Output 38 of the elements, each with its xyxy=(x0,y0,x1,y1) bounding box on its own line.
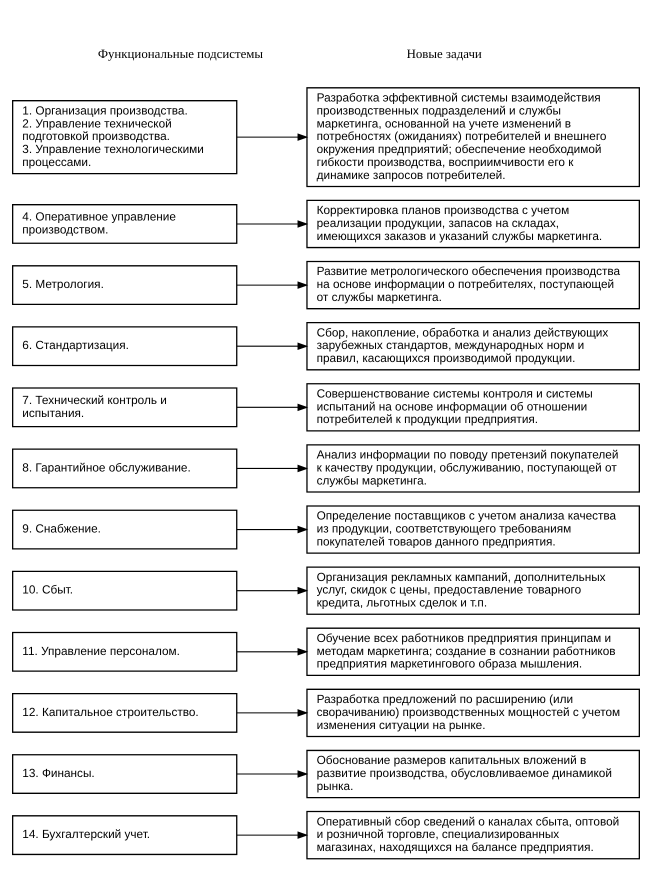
node-box: 10. Сбыт. xyxy=(12,570,238,610)
node-box: Анализ информации по поводу претензий покупателей к качеству продукции, обслуживанию, поступающей от службы маркетинга. xyxy=(306,444,640,492)
node-box: 4. Оперативное управление производством. xyxy=(12,204,238,244)
node-box: Сбор, накопление, обработка и анализ действующих зарубежных стандартов, международных норм и правил, касающихся производимой продукции. xyxy=(306,321,640,370)
arrow xyxy=(237,830,308,838)
arrow xyxy=(237,586,308,594)
node-box: Обучение всех работников предприятия принципам и методам маркетинга; создание в сознании работников предприятия маркетингового образа мышления. xyxy=(306,627,640,676)
arrow xyxy=(237,525,308,533)
arrow xyxy=(237,708,308,716)
arrow xyxy=(237,280,308,288)
node-box: 13. Финансы. xyxy=(12,754,238,794)
arrow xyxy=(237,464,308,472)
node-box: 8. Гарантийное обслуживание. xyxy=(12,448,238,488)
node-box: Разработка предложений по расширению (или сворачиванию) производственных мощностей с учетом изменения ситуации на рынке. xyxy=(306,688,640,737)
node-box: Определение поставщиков с учетом анализа качества из продукции, соответствующего требованиям покупателей товаров данного предприятия. xyxy=(306,504,640,554)
node-box: Совершенствование системы контроля и системы испытаний на основе информации об отношении потребителей к продукции предприятия. xyxy=(306,382,640,432)
node-box: 7. Технический контроль и испытания. xyxy=(12,386,238,427)
node-box: 14. Бухгалтерский учет. xyxy=(12,814,238,855)
node-box: Разработка эффективной системы взаимодействия производственных подразделений и службы маркетинга, основанной на учете изменений в потребностях (ожиданиях) потребителей и внешнего окружения предприятий; обеспечение необходимой гибкости производства, восприимчивости его к динамике запросов потребителей. xyxy=(306,86,640,187)
arrow xyxy=(237,770,308,778)
node-box: 5. Метрология. xyxy=(12,264,238,305)
node-box: 1. Организация производства. 2. Управление технической подготовкой производства. 3. Управление технологическими процессами. xyxy=(12,100,238,174)
arrow xyxy=(237,220,308,228)
node-box: Корректировка планов производства с учетом реализации продукции, запасов на складах, имеющихся заказов и указаний службы маркетинга. xyxy=(306,199,640,248)
label: Новые задачи xyxy=(406,46,482,60)
node-box: Развитие метрологического обеспечения производства на основе информации о потребителях, поступающей от службы маркетинга. xyxy=(306,260,640,309)
node-box: 12. Капитальное строительство. xyxy=(12,692,238,732)
arrow xyxy=(237,403,308,411)
arrow xyxy=(237,132,308,140)
node-box: Обоснование размеров капитальных вложений в развитие производства, обусловливаемое динамикой рынка. xyxy=(306,749,640,798)
label: Функциональные подсистемы xyxy=(98,46,264,60)
node-box: 9. Снабжение. xyxy=(12,509,238,549)
arrow xyxy=(237,648,308,656)
node-box: Оперативный сбор сведений о каналах сбыта, оптовой и розничной торговле, специализированных магазинах, находящихся на балансе предприятия. xyxy=(306,810,640,859)
node-box: 11. Управление персоналом. xyxy=(12,631,238,672)
node-box: 6. Стандартизация. xyxy=(12,326,238,366)
arrow xyxy=(237,342,308,350)
node-box: Организация рекламных кампаний, дополнительных услуг, скидок с цены, предоставление товарного кредита, льготных сделок и т.п. xyxy=(306,566,640,614)
